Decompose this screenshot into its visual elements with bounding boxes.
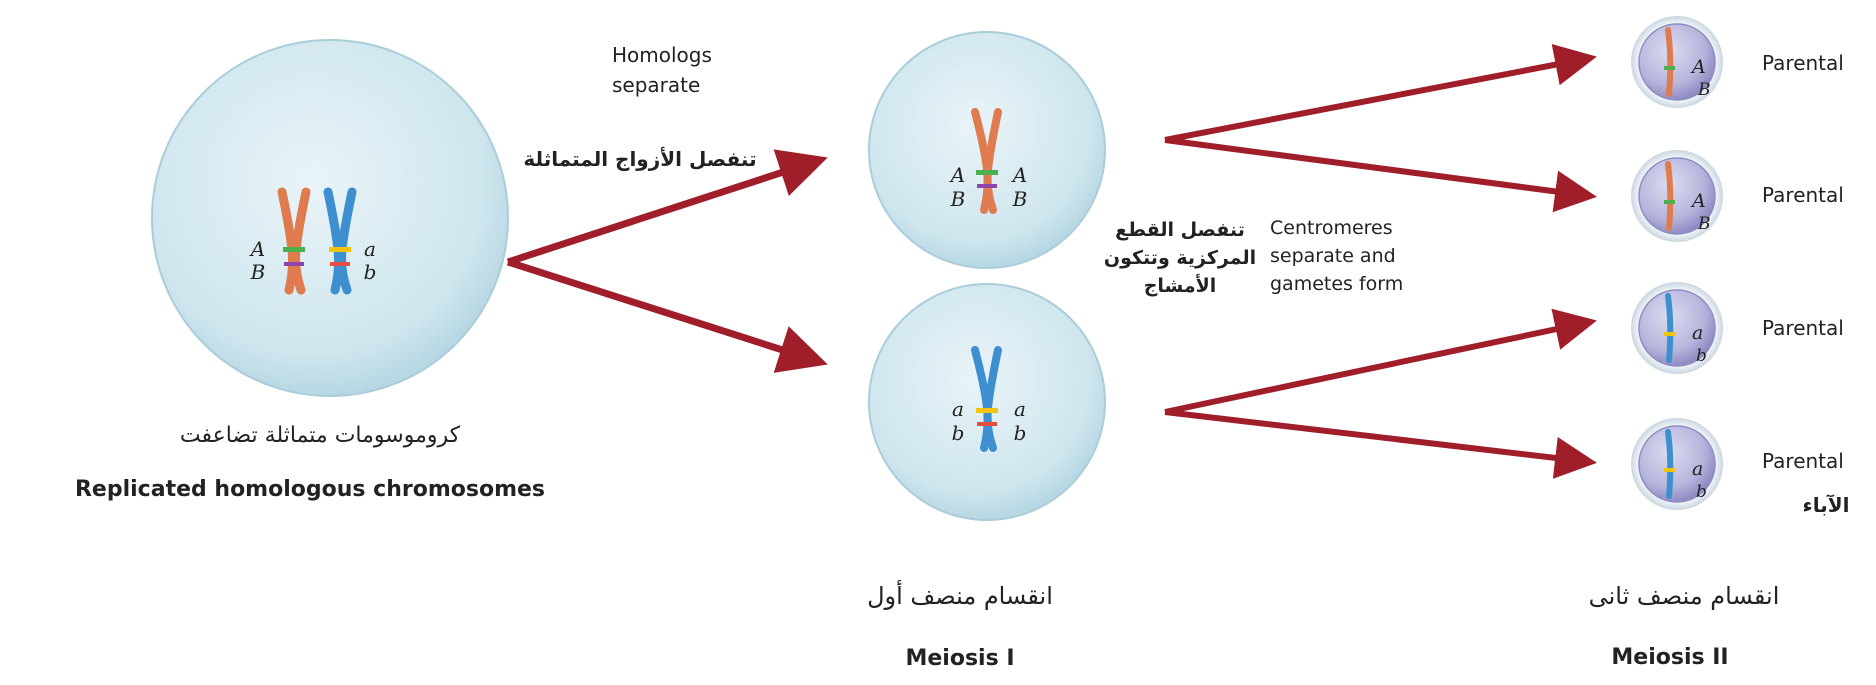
meiosis2-label-arabic: انقسام منصف ثانى [1589, 582, 1780, 610]
gamete-1-allele-1: A [1690, 56, 1706, 78]
chromosome-blue [323, 187, 357, 295]
gamete-4: a b [1631, 418, 1723, 510]
bottom-cell-allele-b2: b [1014, 421, 1027, 445]
chromosome-orange [277, 187, 311, 295]
arrow-to-top-cell [506, 149, 828, 266]
meiosis1-label-english: Meiosis I [905, 646, 1014, 671]
gamete-1: A B [1631, 16, 1723, 108]
centromeres-label-line1: Centromeres [1270, 217, 1393, 239]
gamete-3-allele-1: a [1692, 322, 1703, 344]
allele-B: B [250, 260, 266, 284]
gamete-1-allele-2: B [1697, 80, 1711, 100]
gamete-1-label: Parental [1762, 51, 1844, 75]
gamete-3: a b [1631, 282, 1723, 374]
gamete-2-allele-2: B [1697, 214, 1711, 234]
meiosis1-label-arabic: انقسام منصف أول [867, 580, 1053, 610]
bottom-cell-allele-a1: a [952, 397, 964, 421]
gamete-2-label: Parental [1762, 183, 1844, 207]
top-cell-allele-B2: B [1012, 187, 1028, 211]
top-cell-allele-A1: A [949, 163, 965, 187]
gamete-4-label: Parental [1762, 449, 1844, 473]
gamete-2: A B [1631, 150, 1723, 242]
allele-a: a [364, 237, 376, 261]
gamete-3-label: Parental [1762, 316, 1844, 340]
top-cell-allele-B1: B [950, 187, 966, 211]
gamete-2-allele-1: A [1690, 190, 1706, 212]
allele-A: A [249, 237, 265, 261]
parent-label-english: Replicated homologous chromosomes [75, 477, 545, 502]
centromeres-label-arabic-line1: تنفصل القطع [1115, 219, 1245, 241]
gamete-4-allele-2: b [1696, 482, 1707, 502]
parent-label-arabic: كروموسومات متماثلة تضاعفت [180, 423, 461, 448]
arrow-to-gamete-2 [1164, 137, 1597, 213]
top-cell-allele-A2: A [1011, 163, 1027, 187]
meiosis2-label-english: Meiosis II [1611, 645, 1728, 670]
centromeres-label-arabic-line3: الأمشاج [1144, 274, 1217, 297]
arrows-meiosis-2 [1164, 44, 1597, 479]
chromosome-pair [277, 187, 357, 295]
gamete-4-allele-1: a [1692, 458, 1703, 480]
arrow-to-gamete-3 [1164, 308, 1597, 415]
homologs-label-line1: Homologs [612, 43, 712, 67]
centromeres-label-line3: gametes form [1270, 273, 1403, 295]
centromeres-label-arabic-line2: المركزية وتتكون [1104, 247, 1256, 269]
arrows-meiosis-1 [506, 149, 828, 373]
arrow-to-gamete-4 [1164, 409, 1597, 479]
meiosis1-top-cell: A B A B [868, 31, 1106, 269]
arrow-to-bottom-cell [506, 258, 828, 373]
bottom-cell-allele-a2: a [1014, 397, 1026, 421]
centromeres-label-line2: separate and [1270, 245, 1396, 267]
gamete-3-allele-2: b [1696, 346, 1707, 366]
arrow-to-gamete-1 [1164, 44, 1597, 143]
allele-b: b [364, 260, 377, 284]
homologs-label-arabic: تنفصل الأزواج المتماثلة [523, 146, 756, 171]
parent-cell: A B a b [151, 39, 509, 397]
homologs-label-line2: separate [612, 73, 700, 97]
parents-label-arabic: الآباء [1803, 493, 1850, 517]
bottom-cell-allele-b1: b [952, 421, 965, 445]
meiosis1-bottom-cell: a b a b [868, 283, 1106, 521]
